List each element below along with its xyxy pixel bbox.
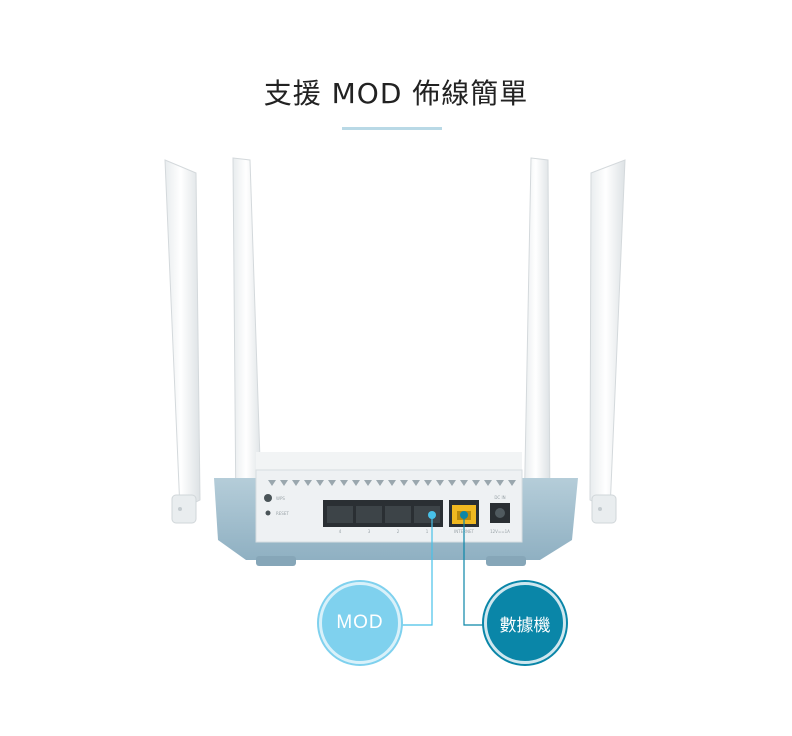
lan-port-label: 2 — [397, 529, 400, 534]
lan-port-label: 3 — [368, 529, 371, 534]
lan-port-label: 4 — [339, 529, 342, 534]
lan-ports: 4 3 2 1 — [323, 500, 443, 534]
power-top-label: DC IN — [494, 495, 505, 500]
set-top-box-callout: 數據機 — [484, 582, 566, 664]
power-bottom-label: 12V==1A — [490, 529, 510, 534]
antenna-right-outer — [589, 159, 626, 524]
wps-button: WPS — [264, 494, 285, 502]
vent-grille — [268, 480, 516, 486]
lan-port-label: 1 — [426, 529, 429, 534]
reset-label: RESET — [276, 511, 289, 516]
router-body — [214, 452, 578, 566]
antenna-right-inner — [523, 157, 551, 526]
stb-connector-line — [460, 511, 484, 626]
mod-callout: MOD — [319, 582, 401, 664]
reset-button: RESET — [265, 510, 289, 516]
page-title: 支援 MOD 佈線簡單 — [263, 77, 529, 110]
wps-label: WPS — [276, 496, 285, 501]
mod-connector-line — [401, 511, 436, 626]
title-underline — [342, 127, 442, 130]
power-jack: DC IN 12V==1A — [490, 495, 510, 534]
antenna-left-outer — [164, 159, 201, 524]
